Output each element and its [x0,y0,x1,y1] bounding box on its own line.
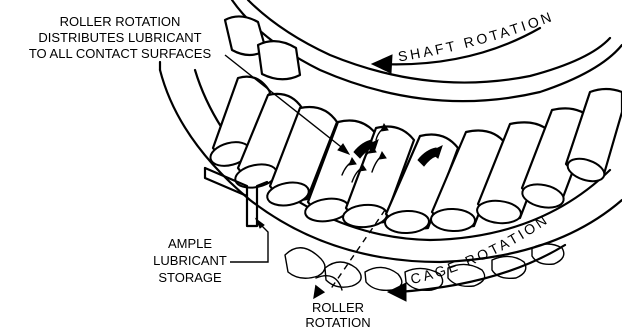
note-line-1: ROLLER ROTATION [60,14,181,29]
ample-line-3: STORAGE [158,270,222,285]
roller-rotation-label: ROLLER ROTATION [305,300,370,330]
note-line-2: DISTRIBUTES LUBRICANT [38,30,201,45]
note-line-3: TO ALL CONTACT SURFACES [29,46,212,61]
roller-rotation-note: ROLLER ROTATION DISTRIBUTES LUBRICANT TO… [29,14,212,61]
shaft-rotation-text: SHAFT ROTATION [397,8,556,65]
roller-set [208,77,622,234]
ample-line-2: LUBRICANT [153,253,227,268]
roller-rotation-line-2: ROTATION [305,315,370,330]
shaft-rotation-label: SHAFT ROTATION [397,8,556,65]
roller-rotation-line-1: ROLLER [312,300,364,315]
ample-lubricant-note: AMPLE LUBRICANT STORAGE [153,236,227,285]
ample-line-1: AMPLE [168,236,212,251]
upper-rollers [225,16,300,79]
